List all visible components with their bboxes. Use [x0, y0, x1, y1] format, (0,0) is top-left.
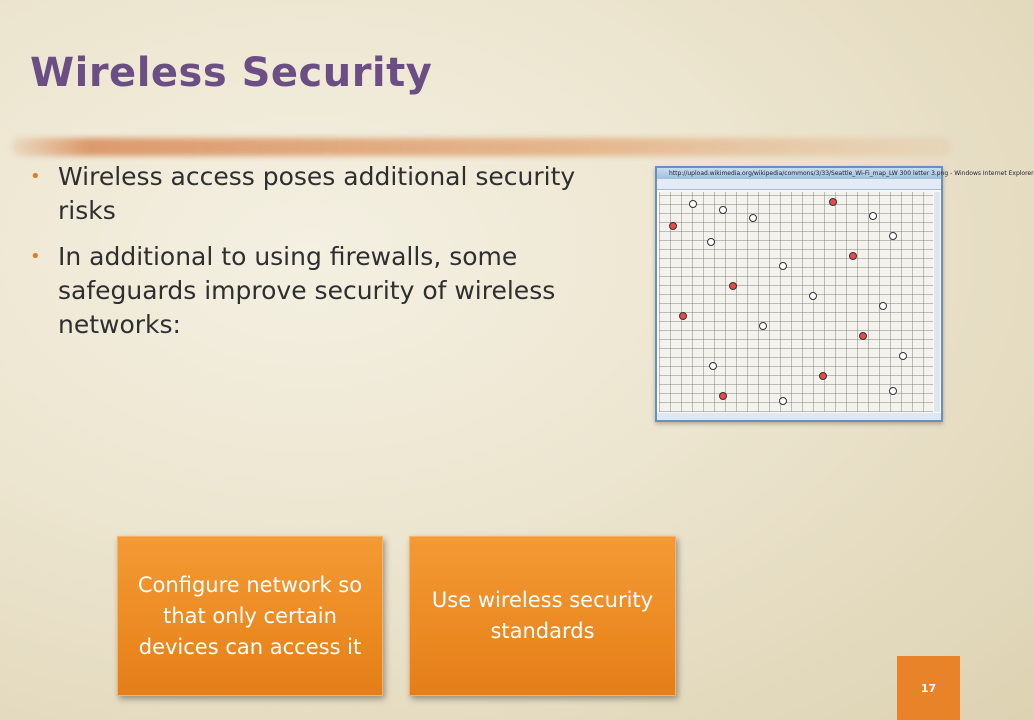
map-pin-icon	[809, 292, 817, 300]
safeguard-box-configure-network: Configure network so that only certain d…	[117, 536, 383, 696]
safeguard-box-security-standards: Use wireless security standards	[409, 536, 676, 696]
scrollbar	[934, 192, 940, 412]
map-pin-icon	[779, 397, 787, 405]
map-pin-icon	[669, 222, 677, 230]
map-pin-icon	[709, 362, 717, 370]
wifi-map-screenshot: http://upload.wikimedia.org/wikipedia/co…	[655, 166, 1034, 422]
browser-titlebar: http://upload.wikimedia.org/wikipedia/co…	[657, 168, 1034, 179]
map-pin-icon	[899, 352, 907, 360]
slide-number-text: 17	[920, 681, 937, 695]
browser-statusbar	[657, 413, 941, 420]
map-pin-icon	[859, 332, 867, 340]
slide-title: Wireless Security	[30, 50, 433, 96]
map-pin-icon	[759, 322, 767, 330]
bullet-item: • Wireless access poses additional secur…	[30, 160, 620, 228]
map-pin-icon	[779, 262, 787, 270]
bullet-text: Wireless access poses additional securit…	[58, 162, 576, 225]
map-pin-icon	[829, 198, 837, 206]
map-pin-icon	[749, 214, 757, 222]
map-pin-icon	[889, 387, 897, 395]
map-pin-icon	[729, 282, 737, 290]
map-pin-icon	[719, 206, 727, 214]
bullet-icon: •	[30, 166, 41, 187]
map-pin-icon	[719, 392, 727, 400]
map-image	[659, 192, 933, 412]
map-pin-icon	[869, 212, 877, 220]
safeguard-box-text: Use wireless security standards	[431, 588, 654, 643]
bullet-list: • Wireless access poses additional secur…	[30, 160, 620, 354]
map-pin-icon	[879, 302, 887, 310]
browser-title-text: http://upload.wikimedia.org/wikipedia/co…	[669, 170, 1034, 177]
map-pin-icon	[679, 312, 687, 320]
map-pin-icon	[889, 232, 897, 240]
slide-number: 17	[897, 656, 960, 720]
title-underline-bar	[12, 138, 952, 156]
bullet-text: In additional to using firewalls, some s…	[58, 242, 556, 339]
browser-toolbar	[657, 179, 941, 190]
bullet-icon: •	[30, 246, 41, 267]
bullet-item: • In additional to using firewalls, some…	[30, 240, 620, 342]
map-pin-icon	[819, 372, 827, 380]
map-pin-icon	[849, 252, 857, 260]
map-pin-icon	[707, 238, 715, 246]
safeguard-box-text: Configure network so that only certain d…	[137, 572, 363, 659]
map-pin-icon	[689, 200, 697, 208]
